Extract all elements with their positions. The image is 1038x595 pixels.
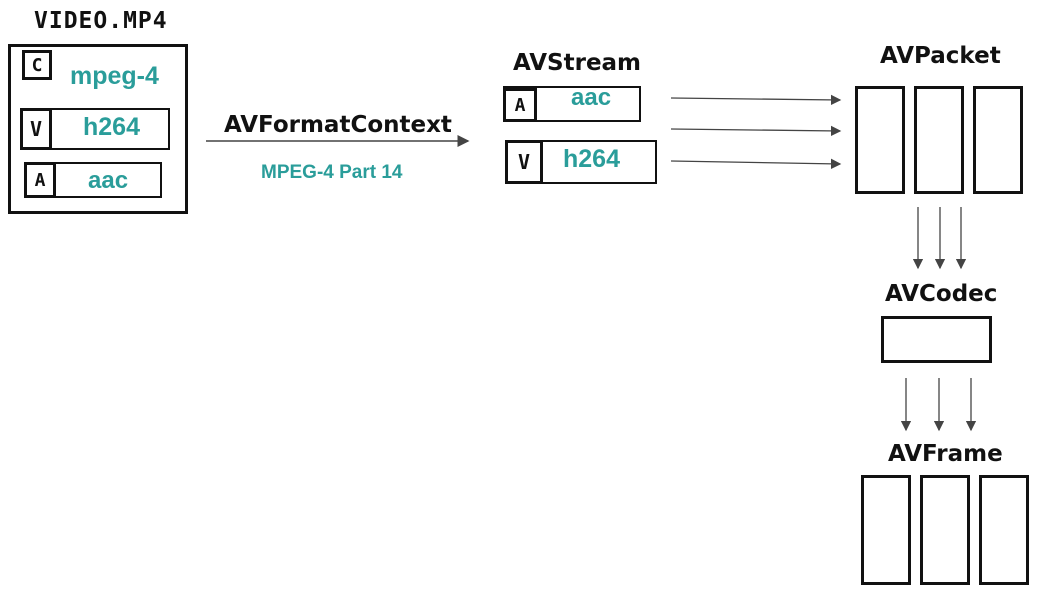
- container-format-label: mpeg-4: [70, 62, 159, 90]
- audio-codec-label: aac: [88, 167, 129, 194]
- packet-slot-2: [914, 86, 964, 194]
- format-context-sublabel: MPEG-4 Part 14: [261, 162, 403, 183]
- frame-slot-3: [979, 475, 1029, 585]
- audio-letter-box: A: [24, 162, 56, 198]
- video-codec-label: h264: [83, 113, 140, 141]
- stream-audio-letter-box: A: [503, 88, 537, 122]
- arrow-stream-to-packet-2: [670, 125, 842, 137]
- file-title: VIDEO.MP4: [34, 8, 168, 34]
- stream-audio-label: aac: [571, 84, 612, 111]
- codec-label: AVCodec: [885, 281, 998, 307]
- video-letter-box: V: [20, 108, 52, 150]
- format-context-label: AVFormatContext: [224, 112, 452, 138]
- packet-slot-1: [855, 86, 905, 194]
- codec-box: [881, 316, 992, 363]
- frame-slot-1: [861, 475, 911, 585]
- packet-label: AVPacket: [880, 43, 1001, 69]
- container-letter-box: C: [22, 50, 52, 80]
- stream-label: AVStream: [513, 50, 642, 76]
- stream-video-label: h264: [563, 145, 620, 173]
- stream-video-letter-box: V: [505, 140, 543, 184]
- frame-label: AVFrame: [888, 441, 1003, 467]
- arrow-stream-to-packet-3: [670, 158, 842, 170]
- arrow-stream-to-packet-1: [670, 94, 842, 106]
- frame-slot-2: [920, 475, 970, 585]
- packet-slot-3: [973, 86, 1023, 194]
